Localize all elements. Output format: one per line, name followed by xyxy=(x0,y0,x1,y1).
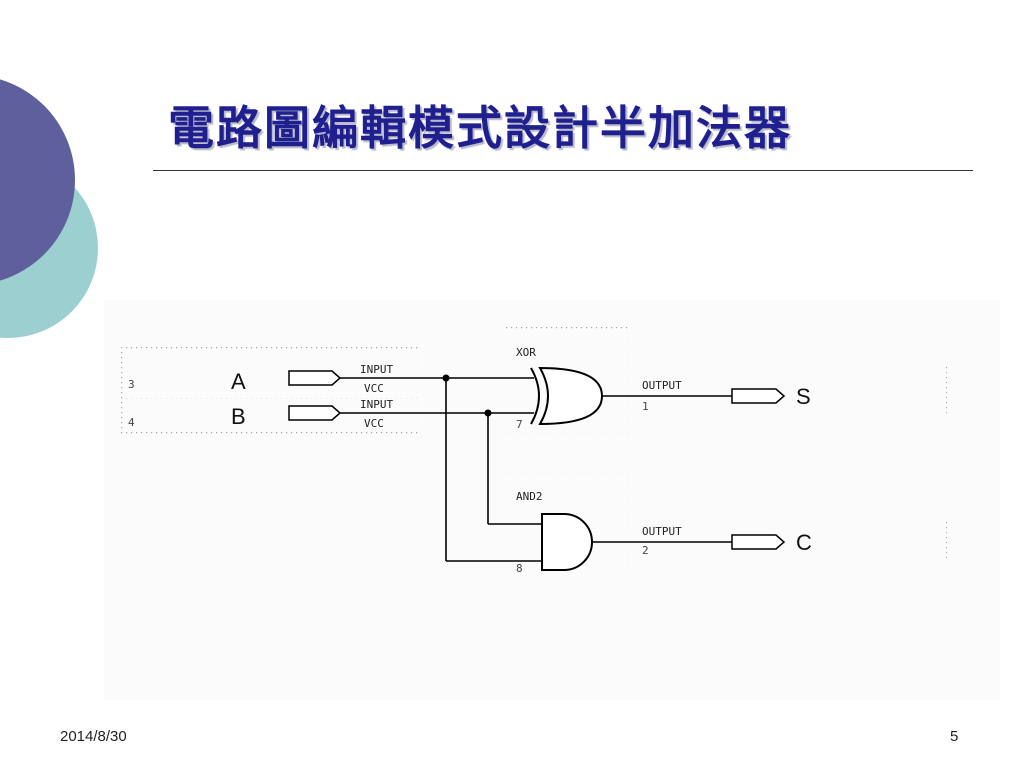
schematic-background xyxy=(104,300,1000,700)
purple-circle xyxy=(0,79,75,281)
input-b-type: INPUT xyxy=(360,398,393,411)
pin-number-s: 1 xyxy=(642,400,649,413)
slide-title: 電路圖編輯模式設計半加法器 xyxy=(168,101,792,155)
slide-date: 2014/8/30 xyxy=(60,728,127,745)
decorative-circles xyxy=(0,79,98,338)
junction-b xyxy=(484,409,492,417)
junction-a xyxy=(442,374,450,382)
pin-number-and: 8 xyxy=(516,562,523,575)
pin-number-xor: 7 xyxy=(516,418,523,431)
xor-gate-label: XOR xyxy=(516,346,536,359)
output-c-name: C xyxy=(796,530,812,555)
symbol-boxes xyxy=(121,327,947,581)
slide-page-number: 5 xyxy=(950,728,959,745)
input-a-name: A xyxy=(231,369,246,394)
pin-number-b: 4 xyxy=(128,416,135,429)
input-port-a xyxy=(288,370,342,386)
output-s-name: S xyxy=(796,384,811,409)
pin-number-a: 3 xyxy=(128,378,135,391)
xor-gate xyxy=(530,366,604,426)
and-gate-label: AND2 xyxy=(516,490,543,503)
wires xyxy=(340,377,732,562)
input-a-source: VCC xyxy=(364,382,384,395)
input-b-name: B xyxy=(231,404,246,429)
input-a-type: INPUT xyxy=(360,363,393,376)
and-gate xyxy=(541,513,593,571)
output-s-type: OUTPUT xyxy=(642,379,682,392)
input-b-source: VCC xyxy=(364,417,384,430)
pin-number-c: 2 xyxy=(642,544,649,557)
half-adder-schematic: 3 4 7 8 1 2 A B INPUT VCC INPUT VCC XOR … xyxy=(104,300,1000,700)
output-port-s xyxy=(731,388,786,404)
output-port-c xyxy=(731,534,786,550)
output-c-type: OUTPUT xyxy=(642,525,682,538)
title-divider xyxy=(153,170,973,171)
input-port-b xyxy=(288,405,342,421)
